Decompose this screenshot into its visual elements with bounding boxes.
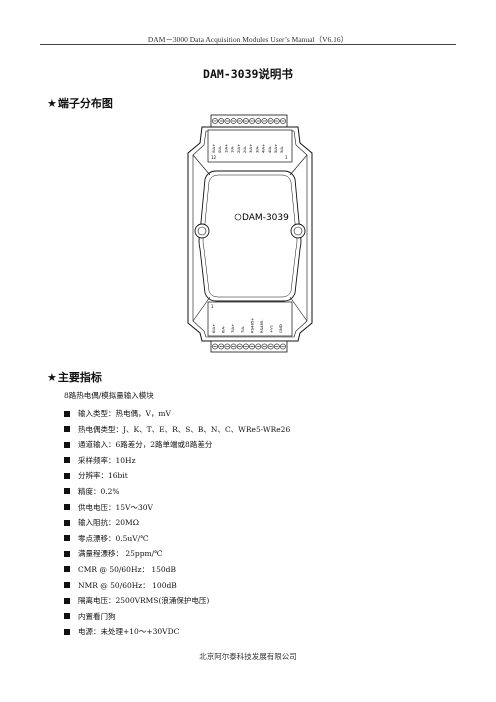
spec-item-text: 内置看门狗	[78, 611, 116, 621]
bottom-pin-label: 7IA+	[230, 324, 235, 333]
top-pin-label: 0IA-	[217, 145, 222, 153]
spec-item-text: 隔离电压：2500VRMS(浪涌保护电压)	[78, 596, 210, 606]
square-bullet-icon	[64, 535, 70, 542]
top-pin-label: 2IA+	[236, 144, 241, 153]
spec-item-text: 热电偶类型：J、K、T、E、R、S、B、N、C、WRe5-WRe26	[78, 424, 291, 434]
bottom-pin-label: 6IA+	[211, 324, 216, 333]
bottom-pin-label: RS485+	[249, 318, 254, 333]
terminal-diagram: 0IA+0IA-1IA+1IA-2IA+2IA-3IA+3IA-4IA+4IA-…	[187, 114, 313, 353]
spec-item: 热电偶类型：J、K、T、E、R、S、B、N、C、WRe5-WRe26	[64, 422, 290, 438]
top-pin-number-last: 1	[285, 155, 288, 160]
spec-list: 输入类型：热电偶，V，mV 热电偶类型：J、K、T、E、R、S、B、N、C、WR…	[64, 406, 290, 640]
section-heading-terminals: ★端子分布图	[47, 95, 113, 111]
star-icon: ★	[47, 97, 57, 110]
spec-item: 隔离电压：2500VRMS(浪涌保护电压)	[64, 593, 290, 609]
top-pin-label: 3IA-	[254, 145, 259, 153]
spec-item-text: 满量程漂移： 25ppm/℃	[78, 549, 163, 559]
square-bullet-icon	[64, 582, 70, 589]
bottom-pin-label: 6IA-	[221, 325, 226, 333]
spec-item: 零点漂移：0.5uV/℃	[64, 531, 290, 547]
spec-item: 满量程漂移： 25ppm/℃	[64, 546, 290, 562]
spec-item-text: 采样频率：10Hz	[78, 455, 136, 465]
page-footer: 北京阿尔泰科技发展有限公司	[199, 652, 297, 661]
spec-item: CMR @ 50/60Hz： 150dB	[64, 562, 290, 578]
bottom-pin-label: RS485-	[259, 319, 264, 333]
top-pin-label: 2IA-	[242, 145, 247, 153]
spec-item-text: 输入类型：热电偶，V，mV	[78, 409, 171, 418]
header-text: DAM－3000 Data Acquisition Modules User’s…	[147, 35, 349, 44]
top-terminal-block	[210, 114, 288, 128]
bottom-pin-label: +Vs	[269, 325, 274, 333]
top-pin-number-first: 12	[211, 155, 217, 160]
top-pin-label: 0IA+	[211, 144, 216, 153]
square-bullet-icon	[64, 550, 70, 557]
model-label: DAM-3039	[242, 213, 289, 223]
document-title: DAM-3039说明书	[203, 67, 293, 81]
spec-item: NMR @ 50/60Hz： 100dB	[64, 578, 290, 594]
square-bullet-icon	[64, 628, 70, 635]
bottom-pin-number-first: 1	[211, 304, 214, 309]
square-bullet-icon	[64, 472, 70, 479]
top-pin-label: 1IA+	[223, 144, 228, 153]
square-bullet-icon	[64, 613, 70, 620]
module-description: 8路热电偶/模拟量输入模块	[64, 391, 154, 400]
square-bullet-icon	[64, 426, 70, 433]
spec-item-text: 输入阻抗：20MΩ	[78, 518, 139, 528]
spec-item: 供电电压：15V～30V	[64, 500, 290, 516]
top-pin-label: 5IA+	[273, 144, 278, 153]
model-label-dot	[234, 213, 242, 221]
bottom-pin-label: 7IA-	[240, 325, 245, 333]
page-header: DAM－3000 Data Acquisition Modules User’s…	[0, 0, 496, 45]
spec-item-text: 零点漂移：0.5uV/℃	[78, 533, 149, 543]
spec-item: 通道输入：6路差分，2路单端或8路差分	[64, 437, 290, 453]
spec-item: 分辨率：16bit	[64, 468, 290, 484]
section-heading-specs: ★主要指标	[47, 369, 102, 385]
spec-item-text: NMR @ 50/60Hz： 100dB	[78, 580, 177, 590]
spec-item-text: 供电电压：15V～30V	[78, 502, 153, 512]
section-heading-specs-label: 主要指标	[57, 371, 102, 384]
bottom-terminal-block	[210, 340, 288, 353]
top-label-panel	[207, 129, 293, 163]
square-bullet-icon	[64, 597, 70, 604]
top-pin-label: 3IA+	[248, 144, 253, 153]
spec-item: 内置看门狗	[64, 609, 290, 625]
square-bullet-icon	[64, 566, 70, 573]
square-bullet-icon	[64, 519, 70, 526]
spec-item-text: 分辨率：16bit	[78, 471, 128, 481]
section-heading-terminals-label: 端子分布图	[57, 97, 113, 110]
bottom-pin-label: GND	[278, 324, 283, 333]
square-bullet-icon	[64, 488, 70, 495]
center-window	[198, 170, 302, 302]
spec-item-text: 通道输入：6路差分，2路单端或8路差分	[78, 440, 213, 450]
spec-item-text: 精度：0.2%	[78, 486, 120, 496]
square-bullet-icon	[64, 410, 70, 417]
mount-hole-left	[194, 223, 210, 239]
top-pin-label: 5IA-	[279, 145, 284, 153]
star-icon: ★	[47, 371, 57, 384]
square-bullet-icon	[64, 504, 70, 511]
top-pin-label: 4IA+	[261, 144, 266, 153]
bottom-label-panel	[207, 301, 293, 337]
mount-hole-right	[290, 223, 306, 239]
square-bullet-icon	[64, 457, 70, 464]
spec-item: 精度：0.2%	[64, 484, 290, 500]
spec-item: 采样频率：10Hz	[64, 453, 290, 469]
spec-item: 输入阻抗：20MΩ	[64, 515, 290, 531]
top-pin-label: 1IA-	[230, 145, 235, 153]
spec-item-text: 电源：未处理+10～+30VDC	[78, 627, 180, 637]
spec-item: 电源：未处理+10～+30VDC	[64, 624, 290, 640]
spec-item-text: CMR @ 50/60Hz： 150dB	[78, 564, 176, 574]
spec-item: 输入类型：热电偶，V，mV	[64, 406, 290, 422]
top-pin-label: 4IA-	[267, 145, 272, 153]
square-bullet-icon	[64, 441, 70, 448]
header-rule	[40, 44, 456, 45]
